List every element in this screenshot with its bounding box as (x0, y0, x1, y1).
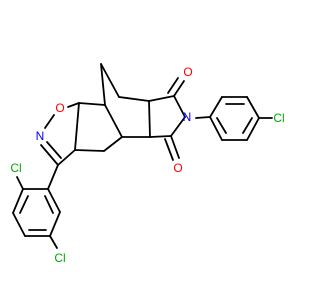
bond-chlorophenyl-double-2 (242, 117, 253, 134)
carbonyl-oxygen-top: O (183, 65, 192, 79)
imide-nitrogen: N (183, 110, 192, 124)
nitrogen-ring-atom: N (36, 129, 45, 143)
chlorine-ortho: Cl (10, 161, 21, 175)
atom-label-layer: O N O N O Cl Cl Cl (10, 65, 284, 265)
bond-imide-2 (173, 95, 186, 118)
bond-isoxazoline-c-c (57, 149, 76, 166)
bond-core-1 (78, 102, 106, 106)
bond-bridge-left (100, 63, 106, 106)
bond-n-c-double-outer (40, 144, 59, 166)
bond-carbonyl-bottom-outer (170, 135, 180, 159)
bond-dichlorophenyl-double-3 (44, 195, 54, 214)
bond-imide-3 (170, 116, 186, 137)
bond-core-7 (148, 100, 151, 138)
bond-imide-1 (148, 95, 175, 102)
molecule-structure-diagram: O N O N O Cl Cl Cl (10, 63, 285, 265)
bond-chlorophenyl-4 (246, 117, 260, 141)
bond-carbonyl-bottom-inner (164, 138, 174, 161)
bond-aryl-link-right (195, 116, 211, 119)
oxygen-ring-atom: O (55, 101, 64, 115)
bond-core-2 (74, 149, 105, 152)
bond-chlorophenyl-double-3 (216, 117, 227, 134)
bond-chlorophenyl-6 (209, 116, 223, 141)
bond-carbonyl-top-outer (173, 80, 185, 97)
bond-layer (12, 63, 273, 249)
bond-bridge-right (100, 63, 120, 98)
bond-core-4 (104, 104, 123, 138)
bond-cl-para (49, 235, 58, 249)
bond-dichlorophenyl-2 (12, 188, 24, 214)
bond-cl-ortho (16, 176, 24, 190)
bond-chlorophenyl-1 (209, 96, 223, 118)
bond-carbonyl-top-inner (167, 77, 179, 94)
bond-dichlorophenyl-5 (49, 211, 61, 237)
bond-o-n (44, 114, 55, 129)
chlorine-para: Cl (54, 251, 65, 265)
bond-dichlorophenyl-double-1 (19, 195, 29, 214)
bond-n-c-double-inner (46, 141, 62, 159)
bond-dichlorophenyl-3 (12, 212, 26, 237)
bond-isoxazoline-fusion (74, 102, 80, 151)
carbonyl-oxygen-bottom: O (173, 161, 182, 175)
bond-core-5 (118, 96, 150, 102)
bond-dichlorophenyl-6 (47, 188, 61, 213)
chlorine-right: Cl (273, 111, 284, 125)
bond-ring-o-c (67, 102, 80, 108)
bond-core-3 (103, 136, 123, 152)
bond-aryl-link-left (47, 164, 59, 190)
bond-chlorophenyl-3 (246, 96, 260, 119)
bond-imide-4 (149, 135, 172, 138)
